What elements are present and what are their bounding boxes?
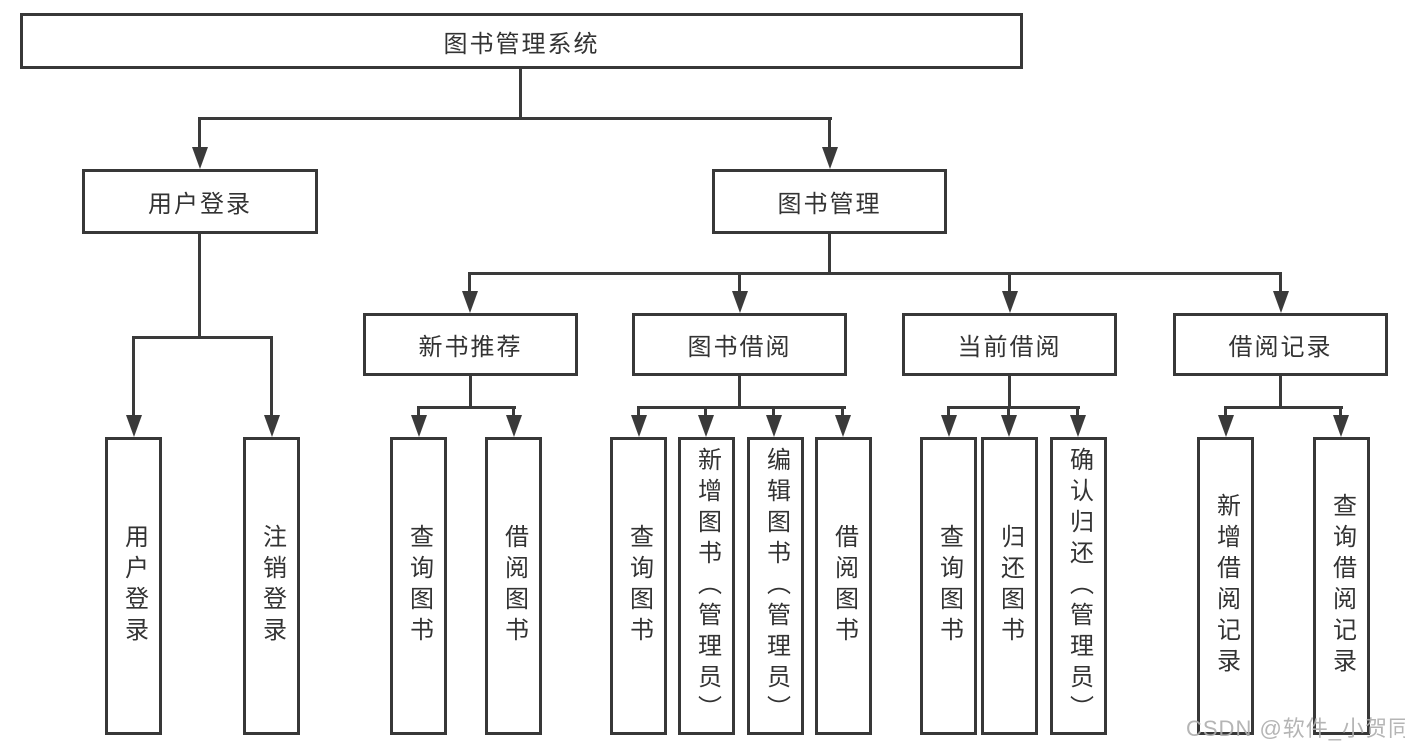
node-label: 查询图书 [405, 524, 433, 648]
arrow-down-icon [1002, 291, 1018, 313]
arrow-down-icon [631, 415, 647, 437]
leaf-borrow-books: 借阅图书 [815, 437, 872, 735]
arrow-down-icon [1218, 415, 1234, 437]
arrow-down-icon [264, 415, 280, 437]
node-label: 图书管理系统 [443, 30, 600, 58]
leaf-query-books-current: 查询图书 [920, 437, 977, 735]
connector-line [1008, 376, 1011, 408]
arrow-down-icon [462, 291, 478, 313]
node-borrow-records: 借阅记录 [1173, 313, 1388, 376]
leaf-confirm-return-admin: 确认归还（管理员） [1050, 437, 1107, 735]
node-library-management-system: 图书管理系统 [20, 13, 1023, 69]
connector-line [512, 406, 515, 418]
node-label: 编辑图书（管理员） [762, 446, 790, 726]
connector-line [132, 336, 135, 416]
connector-line [519, 69, 522, 118]
connector-line [828, 117, 831, 150]
connector-line [738, 376, 741, 408]
connector-line [198, 117, 201, 150]
node-label: 图书管理 [777, 191, 882, 218]
leaf-borrow-books-recommend: 借阅图书 [485, 437, 542, 735]
node-label: 图书借阅 [687, 334, 792, 361]
node-user-login: 用户登录 [82, 169, 318, 234]
leaf-return-books: 归还图书 [981, 437, 1038, 735]
connector-line [417, 406, 516, 409]
connector-line [947, 406, 950, 418]
connector-line [417, 406, 420, 418]
node-book-borrow: 图书借阅 [632, 313, 847, 376]
connector-line [198, 234, 201, 338]
connector-line [947, 406, 1080, 409]
node-current-borrow: 当前借阅 [902, 313, 1117, 376]
leaf-logout: 注销登录 [243, 437, 300, 735]
leaf-add-borrow-record: 新增借阅记录 [1197, 437, 1254, 735]
connector-line [1224, 406, 1343, 409]
node-label: 借阅图书 [500, 524, 528, 648]
arrow-down-icon [1001, 415, 1017, 437]
arrow-down-icon [1070, 415, 1086, 437]
node-label: 新增图书（管理员） [693, 446, 721, 726]
connector-line [1279, 272, 1282, 294]
node-label: 注销登录 [258, 524, 286, 648]
node-label: 用户登录 [148, 191, 252, 218]
node-label: 用户登录 [120, 524, 148, 648]
node-label: 查询借阅记录 [1328, 493, 1356, 679]
connector-line [841, 406, 844, 418]
leaf-edit-books-admin: 编辑图书（管理员） [747, 437, 804, 735]
leaf-add-books-admin: 新增图书（管理员） [678, 437, 735, 735]
node-label: 新书推荐 [418, 334, 523, 361]
node-label: 当前借阅 [957, 334, 1062, 361]
connector-line [704, 406, 707, 418]
connector-line [1339, 406, 1342, 418]
connector-line [772, 406, 775, 418]
connector-line [828, 233, 831, 275]
arrow-down-icon [835, 415, 851, 437]
connector-line [468, 272, 1282, 275]
connector-line [1076, 406, 1079, 418]
arrow-down-icon [822, 147, 838, 169]
connector-line [1007, 406, 1010, 418]
leaf-query-books-borrow: 查询图书 [610, 437, 667, 735]
arrow-down-icon [698, 415, 714, 437]
csdn-watermark: CSDN @软件_小贺同学 [1186, 716, 1405, 741]
leaf-query-borrow-record: 查询借阅记录 [1313, 437, 1370, 735]
node-book-management: 图书管理 [712, 169, 947, 234]
node-label: 新增借阅记录 [1212, 493, 1240, 679]
node-label: 查询图书 [935, 524, 963, 648]
connector-line [198, 117, 832, 120]
arrow-down-icon [941, 415, 957, 437]
arrow-down-icon [766, 415, 782, 437]
node-label: 确认归还（管理员） [1065, 446, 1093, 726]
arrow-down-icon [732, 291, 748, 313]
leaf-user-login: 用户登录 [105, 437, 162, 735]
node-label: 借阅图书 [830, 524, 858, 648]
arrow-down-icon [506, 415, 522, 437]
arrow-down-icon [1273, 291, 1289, 313]
node-new-book-recommend: 新书推荐 [363, 313, 578, 376]
arrow-down-icon [1333, 415, 1349, 437]
connector-line [637, 406, 846, 409]
arrow-down-icon [411, 415, 427, 437]
arrow-down-icon [126, 415, 142, 437]
connector-line [1224, 406, 1227, 418]
node-label: 查询图书 [625, 524, 653, 648]
connector-line [270, 336, 273, 416]
connector-line [1279, 376, 1282, 408]
arrow-down-icon [192, 147, 208, 169]
connector-line [1008, 272, 1011, 294]
connector-line [738, 272, 741, 294]
connector-line [468, 272, 471, 294]
connector-line [637, 406, 640, 418]
node-label: 借阅记录 [1228, 334, 1333, 361]
connector-line [469, 376, 472, 408]
node-label: 归还图书 [996, 524, 1024, 648]
connector-line [132, 336, 273, 339]
leaf-query-books-recommend: 查询图书 [390, 437, 447, 735]
